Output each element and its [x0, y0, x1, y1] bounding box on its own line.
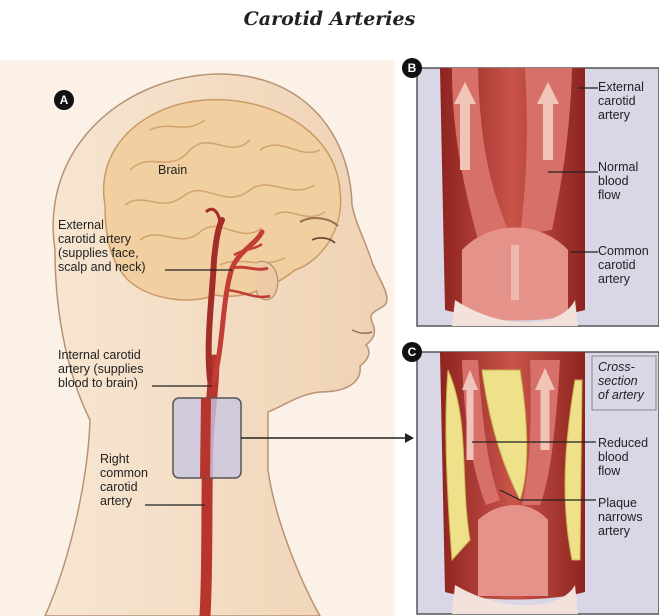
label-line: Plaque	[598, 496, 642, 510]
label-line: carotid artery	[58, 232, 146, 246]
label-line: artery	[100, 494, 148, 508]
label-line: External	[58, 218, 146, 232]
label-c-cross-section: Cross- section of artery	[598, 360, 644, 402]
label-internal-carotid-artery: Internal carotid artery (supplies blood …	[58, 348, 143, 390]
label-line: carotid	[598, 258, 649, 272]
label-line: Internal carotid	[58, 348, 143, 362]
label-line: Normal	[598, 160, 638, 174]
label-line: carotid	[100, 480, 148, 494]
label-line: Common	[598, 244, 649, 258]
label-right-common-carotid-artery: Right common carotid artery	[100, 452, 148, 508]
panel-a-badge: A	[54, 90, 74, 110]
label-line: blood	[598, 450, 648, 464]
label-line: artery	[598, 524, 642, 538]
label-brain-text: Brain	[158, 163, 187, 177]
label-b-common-carotid-artery: Common carotid artery	[598, 244, 649, 286]
label-line: blood to brain)	[58, 376, 143, 390]
label-line: blood	[598, 174, 638, 188]
label-c-plaque-narrows-artery: Plaque narrows artery	[598, 496, 642, 538]
panel-b-badge: B	[402, 58, 422, 78]
label-line: of artery	[598, 388, 644, 402]
panel-c-badge: C	[402, 342, 422, 362]
label-b-normal-blood-flow: Normal blood flow	[598, 160, 638, 202]
label-line: flow	[598, 188, 638, 202]
label-line: common	[100, 466, 148, 480]
label-external-carotid-artery: External carotid artery (supplies face, …	[58, 218, 146, 274]
label-line: flow	[598, 464, 648, 478]
label-line: scalp and neck)	[58, 260, 146, 274]
label-line: section	[598, 374, 644, 388]
label-line: artery (supplies	[58, 362, 143, 376]
label-line: narrows	[598, 510, 642, 524]
label-line: External	[598, 80, 644, 94]
label-line: (supplies face,	[58, 246, 146, 260]
label-line: carotid	[598, 94, 644, 108]
label-line: artery	[598, 108, 644, 122]
label-line: Reduced	[598, 436, 648, 450]
label-line: Cross-	[598, 360, 644, 374]
label-line: artery	[598, 272, 649, 286]
label-c-reduced-blood-flow: Reduced blood flow	[598, 436, 648, 478]
label-line: Right	[100, 452, 148, 466]
panel-a-head	[0, 60, 414, 616]
label-brain: Brain	[158, 163, 187, 177]
label-b-external-carotid-artery: External carotid artery	[598, 80, 644, 122]
